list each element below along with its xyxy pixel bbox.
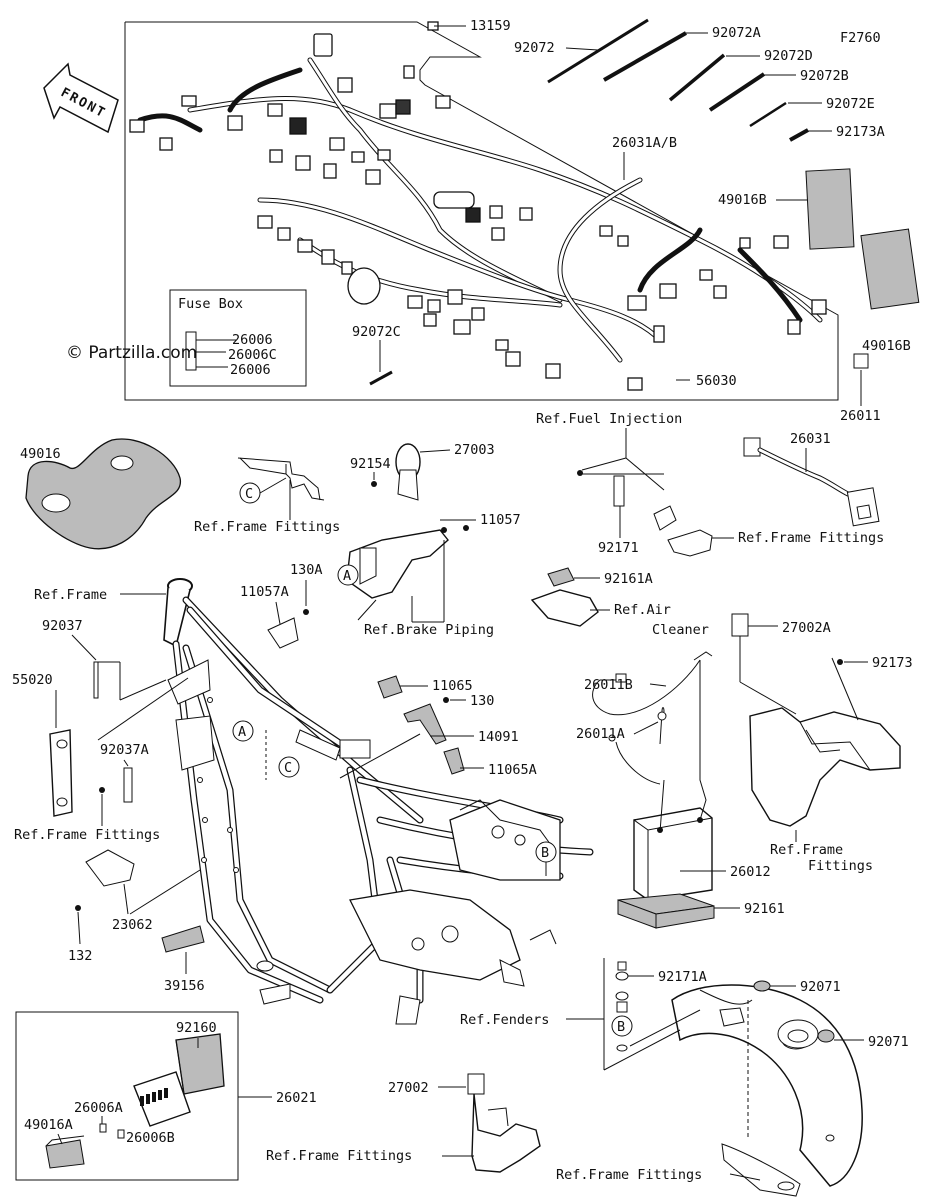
ref-frame-fittings-2: Ref.Frame Fittings	[738, 530, 884, 546]
label-26006b: 26006B	[126, 1130, 175, 1146]
label-92072b: 92072B	[800, 68, 849, 84]
label-130a: 130A	[290, 562, 323, 578]
front-arrow-icon: FRONT	[43, 62, 119, 134]
label-26011a: 26011A	[576, 726, 625, 742]
battery-case: 27002A 92173 Ref.Frame Fittings	[731, 613, 913, 874]
label-130: 130	[470, 693, 494, 709]
callout-b-2: B	[617, 1019, 625, 1035]
label-39156: 39156	[164, 978, 205, 994]
label-92071-b: 92071	[868, 1034, 909, 1050]
label-27003: 27003	[454, 442, 495, 458]
label-92071-a: 92071	[800, 979, 841, 995]
label-13159: 13159	[470, 18, 511, 34]
ecu-inset: 92160 26006A 49016A 26006B 26021	[15, 1011, 317, 1181]
label-92037a: 92037A	[100, 742, 149, 758]
label-132: 132	[68, 948, 92, 964]
cable-tie-icons	[369, 18, 809, 386]
watermark: © Partzilla.com	[66, 343, 197, 363]
frame-labels: Ref.Frame 130A 11057A 92037 55020 92037A…	[12, 562, 537, 994]
horn-assembly: 92154 27003 11057 A Ref.Brake Piping	[337, 442, 521, 638]
battery-26012: 26012 92161 26011B 26011A	[576, 651, 785, 929]
label-26006a: 26006A	[74, 1100, 123, 1116]
callout-c-1: C	[245, 486, 253, 502]
air-cleaner-parts: 92161A Ref.Air Cleaner	[530, 567, 709, 638]
label-92173a: 92173A	[836, 124, 885, 140]
callout-b-1: B	[541, 845, 549, 861]
label-26011b: 26011B	[584, 677, 633, 693]
label-14091: 14091	[478, 729, 519, 745]
label-49016b-bottom: 49016B	[862, 338, 911, 354]
cover-49016: 49016	[20, 438, 181, 550]
label-56030: 56030	[696, 373, 737, 389]
label-92037: 92037	[42, 618, 83, 634]
callout-a-1: A	[343, 568, 351, 584]
label-92072: 92072	[514, 40, 555, 56]
label-27002a: 27002A	[782, 620, 831, 636]
ref-frame-fittings-4a: Ref.Frame	[770, 842, 843, 858]
label-11065: 11065	[432, 678, 473, 694]
label-11065a: 11065A	[488, 762, 537, 778]
ref-air-2: Cleaner	[652, 622, 709, 638]
ref-brake-piping: Ref.Brake Piping	[364, 622, 494, 638]
plate-49016b-bottom	[860, 228, 920, 310]
label-49016b-top: 49016B	[718, 192, 767, 208]
label-23062: 23062	[112, 917, 153, 933]
label-92154: 92154	[350, 456, 391, 472]
label-26011: 26011	[840, 408, 881, 424]
callout-c-2: C	[284, 760, 292, 776]
fuel-injection-brackets: Ref.Fuel Injection 92171 Ref.Frame Fitti…	[536, 411, 884, 557]
label-49016a: 49016A	[24, 1117, 73, 1133]
ref-fenders: Ref.Fenders	[460, 1012, 549, 1028]
label-92072e: 92072E	[826, 96, 875, 112]
ref-frame-fittings-1: Ref.Frame Fittings	[194, 519, 340, 535]
ref-fuel-injection: Ref.Fuel Injection	[536, 411, 682, 427]
label-92072a: 92072A	[712, 25, 761, 41]
wire-26031: 26031	[743, 431, 880, 527]
label-11057: 11057	[480, 512, 521, 528]
harness-section: FRONT	[43, 18, 920, 424]
label-92171: 92171	[598, 540, 639, 556]
label-55020: 55020	[12, 672, 53, 688]
ref-frame-fittings-6: Ref.Frame Fittings	[556, 1167, 702, 1183]
label-27002: 27002	[388, 1080, 429, 1096]
fuse-part-3: 26006	[230, 362, 271, 378]
label-26031ab: 26031A/B	[612, 135, 677, 151]
ref-frame: Ref.Frame	[34, 587, 107, 603]
plate-49016b-top	[805, 168, 855, 250]
label-26031: 26031	[790, 431, 831, 447]
label-92173: 92173	[872, 655, 913, 671]
bracket-c: C Ref.Frame Fittings	[194, 457, 340, 535]
motorcycle-frame: A C B	[163, 578, 594, 1025]
ref-frame-fittings-5: Ref.Frame Fittings	[266, 1148, 412, 1164]
fuse-part-2: 26006C	[228, 347, 277, 363]
label-26021: 26021	[276, 1090, 317, 1106]
ref-frame-fittings-4b: Fittings	[808, 858, 873, 874]
ref-frame-fittings-3: Ref.Frame Fittings	[14, 827, 160, 843]
ref-air-1: Ref.Air	[614, 602, 671, 618]
label-92072c: 92072C	[352, 324, 401, 340]
label-92171a: 92171A	[658, 969, 707, 985]
fuse-box-title: Fuse Box	[178, 296, 243, 312]
callout-a-2: A	[238, 724, 246, 740]
label-49016: 49016	[20, 446, 61, 462]
fuse-part-1: 26006	[232, 332, 273, 348]
label-26012: 26012	[730, 864, 771, 880]
diagram-code: F2760	[840, 30, 881, 46]
label-11057a: 11057A	[240, 584, 289, 600]
label-92160: 92160	[176, 1020, 217, 1036]
label-92161: 92161	[744, 901, 785, 917]
rear-fender: B 92171A Ref.Fenders 92071 92071 Ref.Fra…	[460, 958, 909, 1197]
label-92072d: 92072D	[764, 48, 813, 64]
label-92161a: 92161A	[604, 571, 653, 587]
relay-27002: 27002 Ref.Frame Fittings	[266, 1073, 541, 1173]
